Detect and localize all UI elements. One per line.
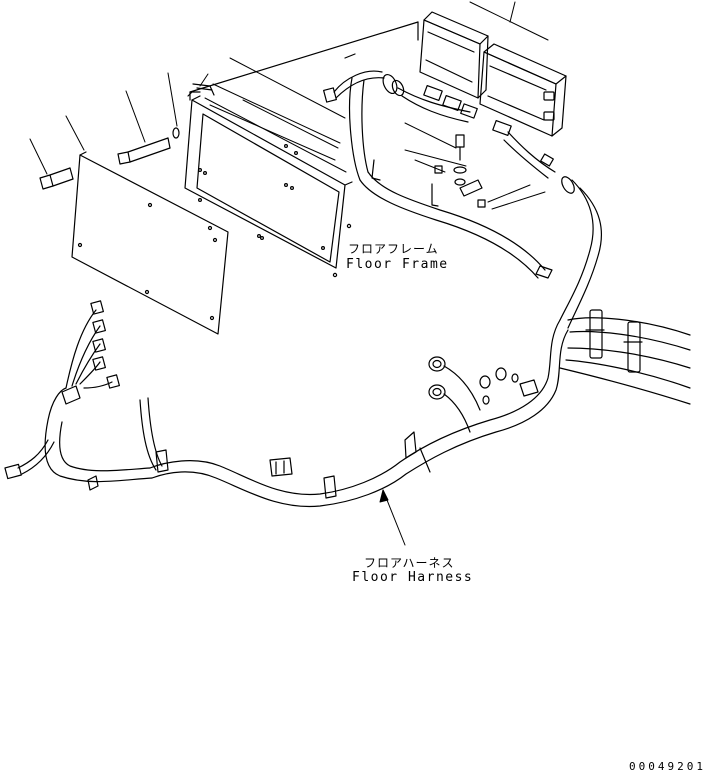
controller-box-1 <box>419 11 489 99</box>
floor-harness-label-jp: フロアハーネス <box>364 556 455 570</box>
drawing-code: 00049201 <box>629 760 706 773</box>
floor-frame-label-jp: フロアフレーム <box>348 242 439 256</box>
cover-plate <box>71 151 229 335</box>
controller-box-2 <box>479 43 567 137</box>
leader-lines <box>29 1 549 210</box>
frame-opening <box>184 83 353 269</box>
floor-frame-label-en: Floor Frame <box>346 257 449 272</box>
floor-harness-label-en: Floor Harness <box>352 570 474 585</box>
upper-harness <box>323 70 602 329</box>
short-bolt <box>39 167 74 190</box>
right-exit-cables <box>559 309 691 405</box>
floor-frame <box>189 21 419 278</box>
floor-harness-leader <box>379 489 406 546</box>
long-bolt <box>117 127 180 165</box>
floor-harness <box>149 319 569 508</box>
left-harness-branch <box>4 300 163 491</box>
